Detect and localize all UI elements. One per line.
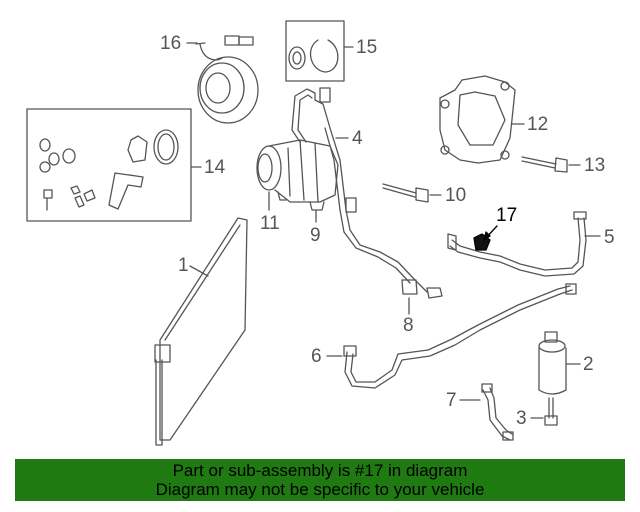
- arrowhead-17: [483, 231, 491, 241]
- callout-15[interactable]: 15: [356, 37, 378, 58]
- callout-8[interactable]: 8: [403, 315, 414, 336]
- part-6-discharge-line[interactable]: [343, 283, 577, 389]
- callout-4[interactable]: 4: [352, 128, 363, 149]
- part-15-snap-ring-kit[interactable]: [285, 20, 345, 82]
- part-1-condenser[interactable]: [154, 217, 248, 446]
- callout-11[interactable]: 11: [260, 213, 280, 234]
- part-4-suction-hose[interactable]: [291, 87, 428, 293]
- part-2-receiver-drier[interactable]: [538, 331, 567, 395]
- diagram-notice-banner: Part or sub-assembly is #17 in diagram D…: [15, 459, 625, 501]
- callout-5[interactable]: 5: [604, 227, 615, 248]
- part-8-valve[interactable]: [401, 279, 443, 299]
- callout-9[interactable]: 9: [310, 225, 321, 246]
- part-12-bracket[interactable]: [439, 75, 516, 164]
- callout-1[interactable]: 1: [178, 255, 189, 276]
- part-10-bolt[interactable]: [382, 183, 429, 203]
- part-14-seal-kit[interactable]: [26, 108, 192, 222]
- callout-13[interactable]: 13: [584, 155, 606, 176]
- callout-2[interactable]: 2: [583, 354, 594, 375]
- callout-14[interactable]: 14: [204, 157, 226, 178]
- callout-3[interactable]: 3: [516, 408, 527, 429]
- callout-17[interactable]: 17: [496, 205, 518, 226]
- callout-6[interactable]: 6: [311, 346, 322, 367]
- part-5-liquid-line[interactable]: [447, 211, 587, 277]
- banner-line-1: Part or sub-assembly is #17 in diagram: [172, 461, 468, 480]
- callout-16[interactable]: 16: [160, 33, 182, 54]
- part-3-bolt[interactable]: [544, 397, 558, 426]
- part-7-hose[interactable]: [481, 383, 514, 441]
- leader-1: [189, 265, 209, 277]
- callout-10[interactable]: 10: [445, 185, 467, 206]
- part-13-bolt[interactable]: [521, 156, 568, 173]
- callout-7[interactable]: 7: [446, 390, 457, 411]
- banner-line-2: Diagram may not be specific to your vehi…: [155, 480, 485, 499]
- callout-12[interactable]: 12: [527, 114, 549, 135]
- part-16-clutch-coil[interactable]: [195, 35, 259, 124]
